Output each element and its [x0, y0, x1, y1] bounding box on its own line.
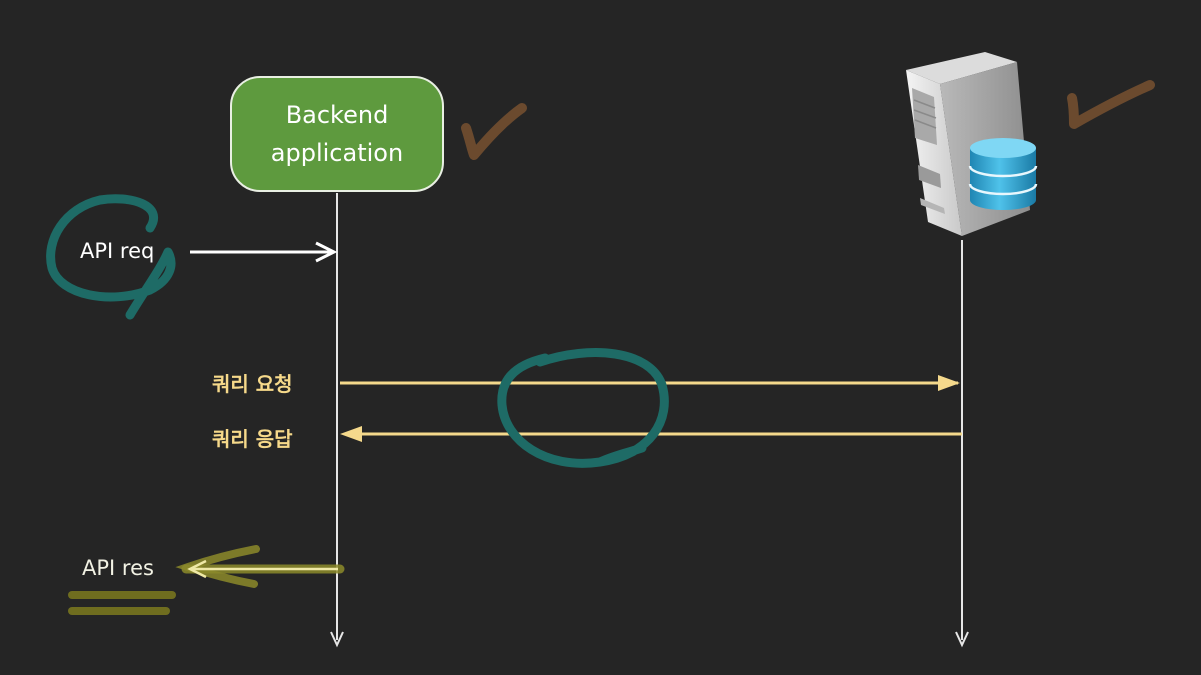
api-response-label: API res	[82, 556, 154, 580]
api-response-arrow	[175, 545, 345, 588]
server-lifeline	[955, 240, 969, 648]
query-request-arrow	[340, 375, 960, 391]
database-cylinder-icon	[968, 138, 1038, 210]
backend-title-line1: Backend	[285, 101, 389, 129]
backend-lifeline	[330, 193, 344, 648]
backend-title-line2: application	[270, 139, 404, 167]
api-request-label: API req	[80, 239, 155, 263]
backend-application-box: Backend application	[230, 76, 444, 192]
api-req-circle-annotation	[46, 194, 176, 320]
query-exchange-circle-annotation	[497, 348, 669, 468]
query-response-label: 쿼리 응답	[212, 427, 293, 451]
query-request-label: 쿼리 요청	[212, 372, 293, 396]
backend-check-annotation	[461, 103, 527, 160]
api-res-underline-annotation	[68, 591, 176, 615]
api-request-arrow	[190, 241, 338, 263]
server-check-annotation	[1067, 80, 1155, 129]
